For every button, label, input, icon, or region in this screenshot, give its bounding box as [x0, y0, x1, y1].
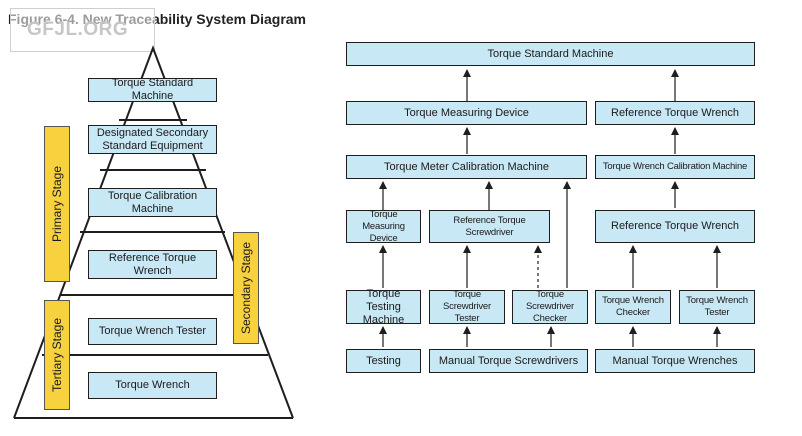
flow-node-torque-meter-calibration-machine: Torque Meter Calibration Machine	[346, 155, 587, 179]
secondary-stage-text: Secondary Stage	[239, 241, 253, 335]
flow-node-reference-torque-wrench: Reference Torque Wrench	[595, 101, 755, 125]
flow-node-reference-torque-screwdriver: Reference Torque Screwdriver	[429, 210, 550, 243]
flow-node-torque-wrench-checker: Torque Wrench Checker	[595, 290, 671, 324]
flow-node-torque-screwdriver-tester: Torque Screwdriver Tester	[429, 289, 505, 324]
flow-node-torque-measuring-device: Torque Measuring Device	[346, 101, 587, 125]
primary-stage-text: Primary Stage	[50, 165, 64, 243]
watermark-text: GFJL.ORG	[27, 19, 129, 40]
flow-node-torque-measuring-device-2: Torque Measuring Device	[346, 209, 421, 244]
watermark: GFJL.ORG	[10, 8, 155, 52]
pyramid-level-torque-standard-machine: Torque Standard Machine	[88, 77, 217, 102]
pyramid-level-reference-torque-wrench: Reference Torque Wrench	[88, 250, 217, 279]
flow-node-torque-testing-machine: Torque Testing Machine	[346, 288, 421, 326]
primary-stage-label: Primary Stage	[44, 126, 70, 282]
flow-arrows	[379, 69, 721, 347]
flow-node-manual-torque-screwdrivers: Manual Torque Screwdrivers	[429, 349, 588, 373]
flow-node-torque-wrench-calibration-machine: Torque Wrench Calibration Machine	[595, 155, 755, 179]
flow-node-torque-standard-machine: Torque Standard Machine	[346, 42, 755, 66]
flow-node-torque-wrench-tester: Torque Wrench Tester	[679, 290, 755, 324]
flow-node-reference-torque-wrench-2: Reference Torque Wrench	[595, 210, 755, 243]
pyramid-level-torque-calibration-machine: Torque Calibration Machine	[88, 188, 217, 217]
pyramid-level-designated-secondary-standard-equipment: Designated Secondary Standard Equipment	[88, 125, 217, 154]
flow-node-torque-screwdriver-checker: Torque Screwdriver Checker	[512, 289, 588, 324]
pyramid-level-torque-wrench-tester: Torque Wrench Tester	[88, 318, 217, 345]
flow-node-manual-torque-wrenches: Manual Torque Wrenches	[595, 349, 755, 373]
flow-node-testing: Testing	[346, 349, 421, 373]
pyramid-level-torque-wrench: Torque Wrench	[88, 372, 217, 399]
secondary-stage-label: Secondary Stage	[233, 232, 259, 344]
tertiary-stage-text: Tertiary Stage	[50, 317, 64, 393]
tertiary-stage-label: Tertiary Stage	[44, 300, 70, 410]
